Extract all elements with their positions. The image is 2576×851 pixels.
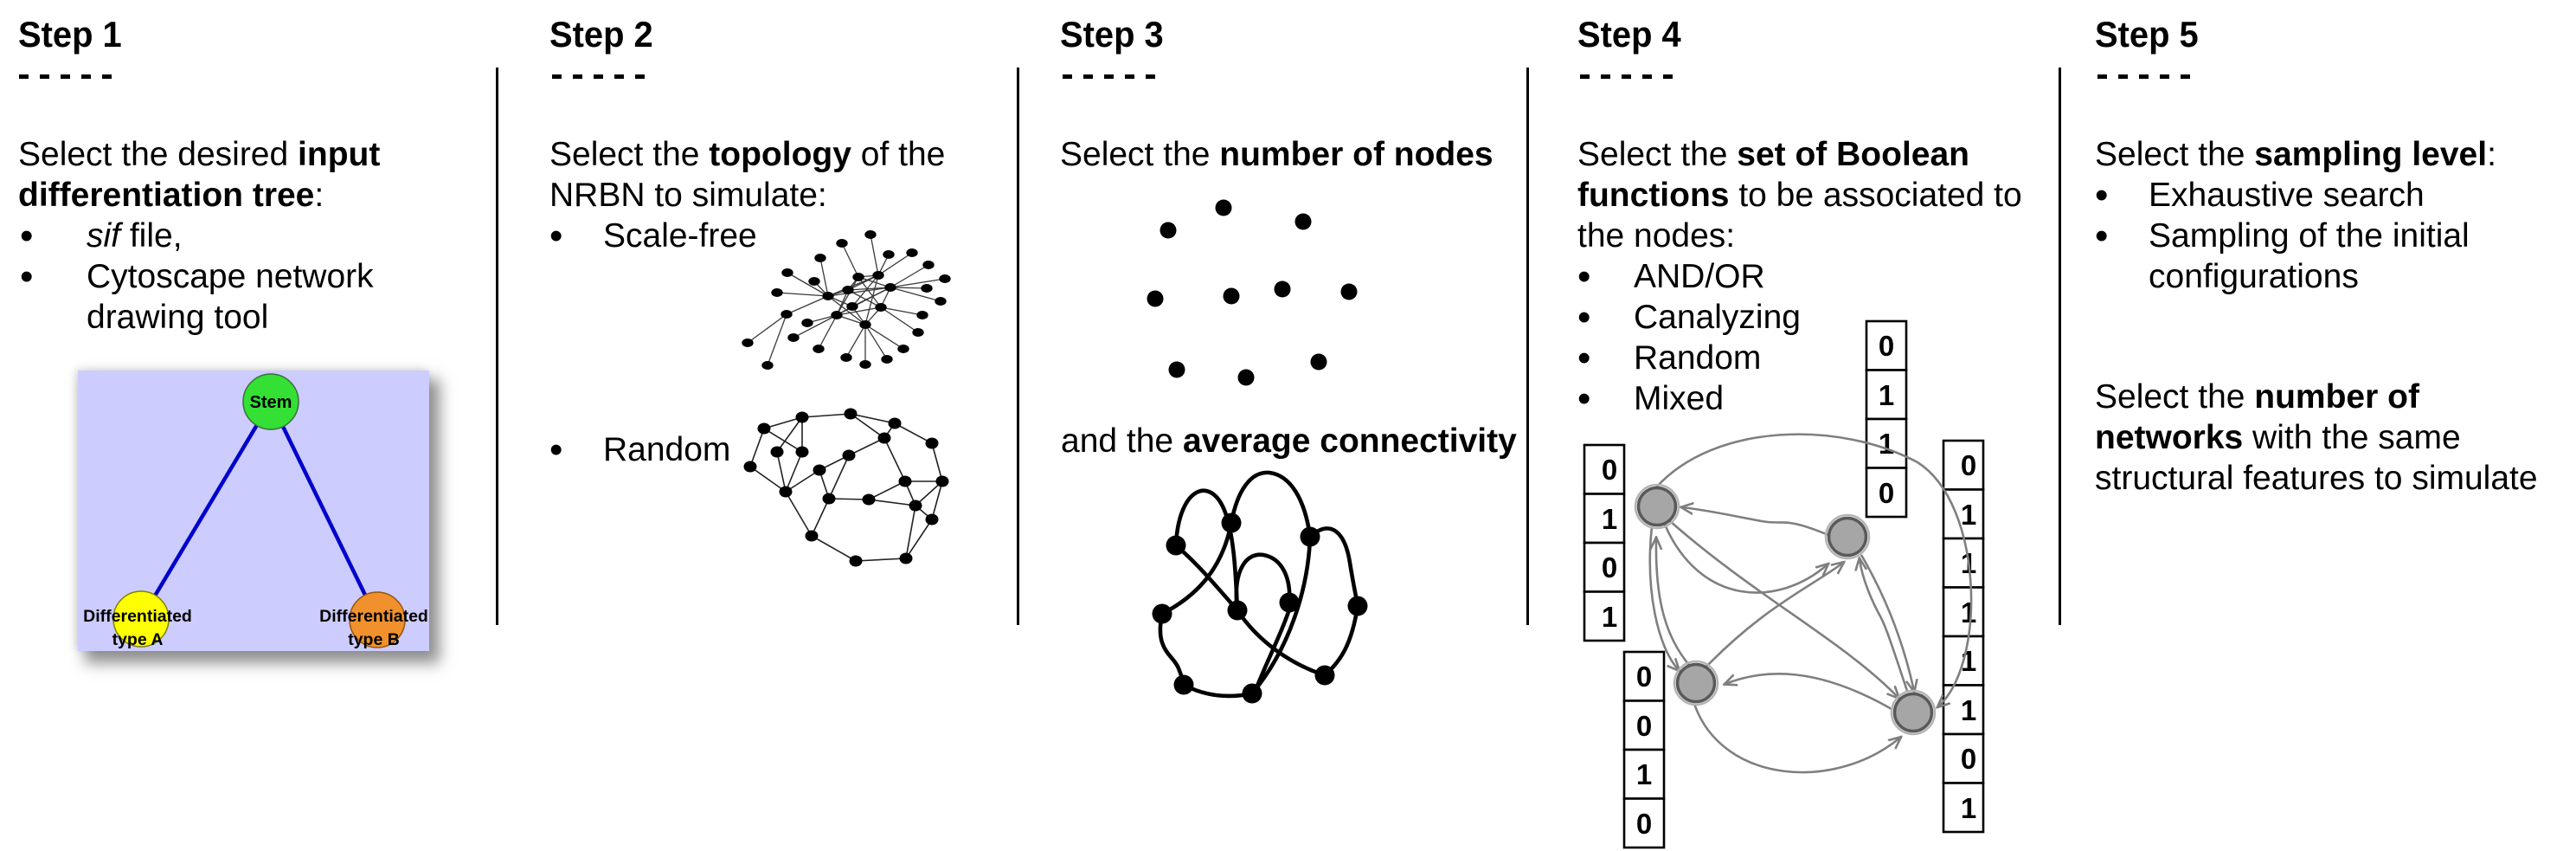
svg-text:0: 0 — [1636, 710, 1652, 742]
svg-text:0: 0 — [1879, 330, 1894, 362]
svg-text:type A: type A — [112, 630, 164, 649]
svg-text:0: 0 — [1961, 449, 1976, 481]
svg-text:0: 0 — [1636, 661, 1652, 693]
svg-text:1: 1 — [1602, 601, 1617, 633]
svg-text:1: 1 — [1961, 694, 1976, 726]
svg-text:1: 1 — [1636, 758, 1652, 790]
svg-text:1: 1 — [1879, 428, 1894, 460]
svg-text:0: 0 — [1602, 551, 1617, 583]
svg-text:Stem: Stem — [250, 393, 292, 412]
svg-text:type B: type B — [348, 630, 400, 649]
svg-text:0: 0 — [1636, 808, 1652, 840]
svg-text:0: 0 — [1879, 477, 1894, 509]
svg-text:1: 1 — [1961, 499, 1976, 531]
svg-text:1: 1 — [1961, 792, 1976, 824]
svg-text:0: 0 — [1602, 454, 1617, 486]
svg-text:Differentiated: Differentiated — [319, 607, 428, 626]
svg-text:1: 1 — [1879, 379, 1894, 411]
svg-text:1: 1 — [1602, 503, 1617, 535]
svg-text:Differentiated: Differentiated — [83, 607, 192, 626]
svg-text:0: 0 — [1961, 743, 1976, 775]
svg-text:1: 1 — [1961, 596, 1976, 629]
